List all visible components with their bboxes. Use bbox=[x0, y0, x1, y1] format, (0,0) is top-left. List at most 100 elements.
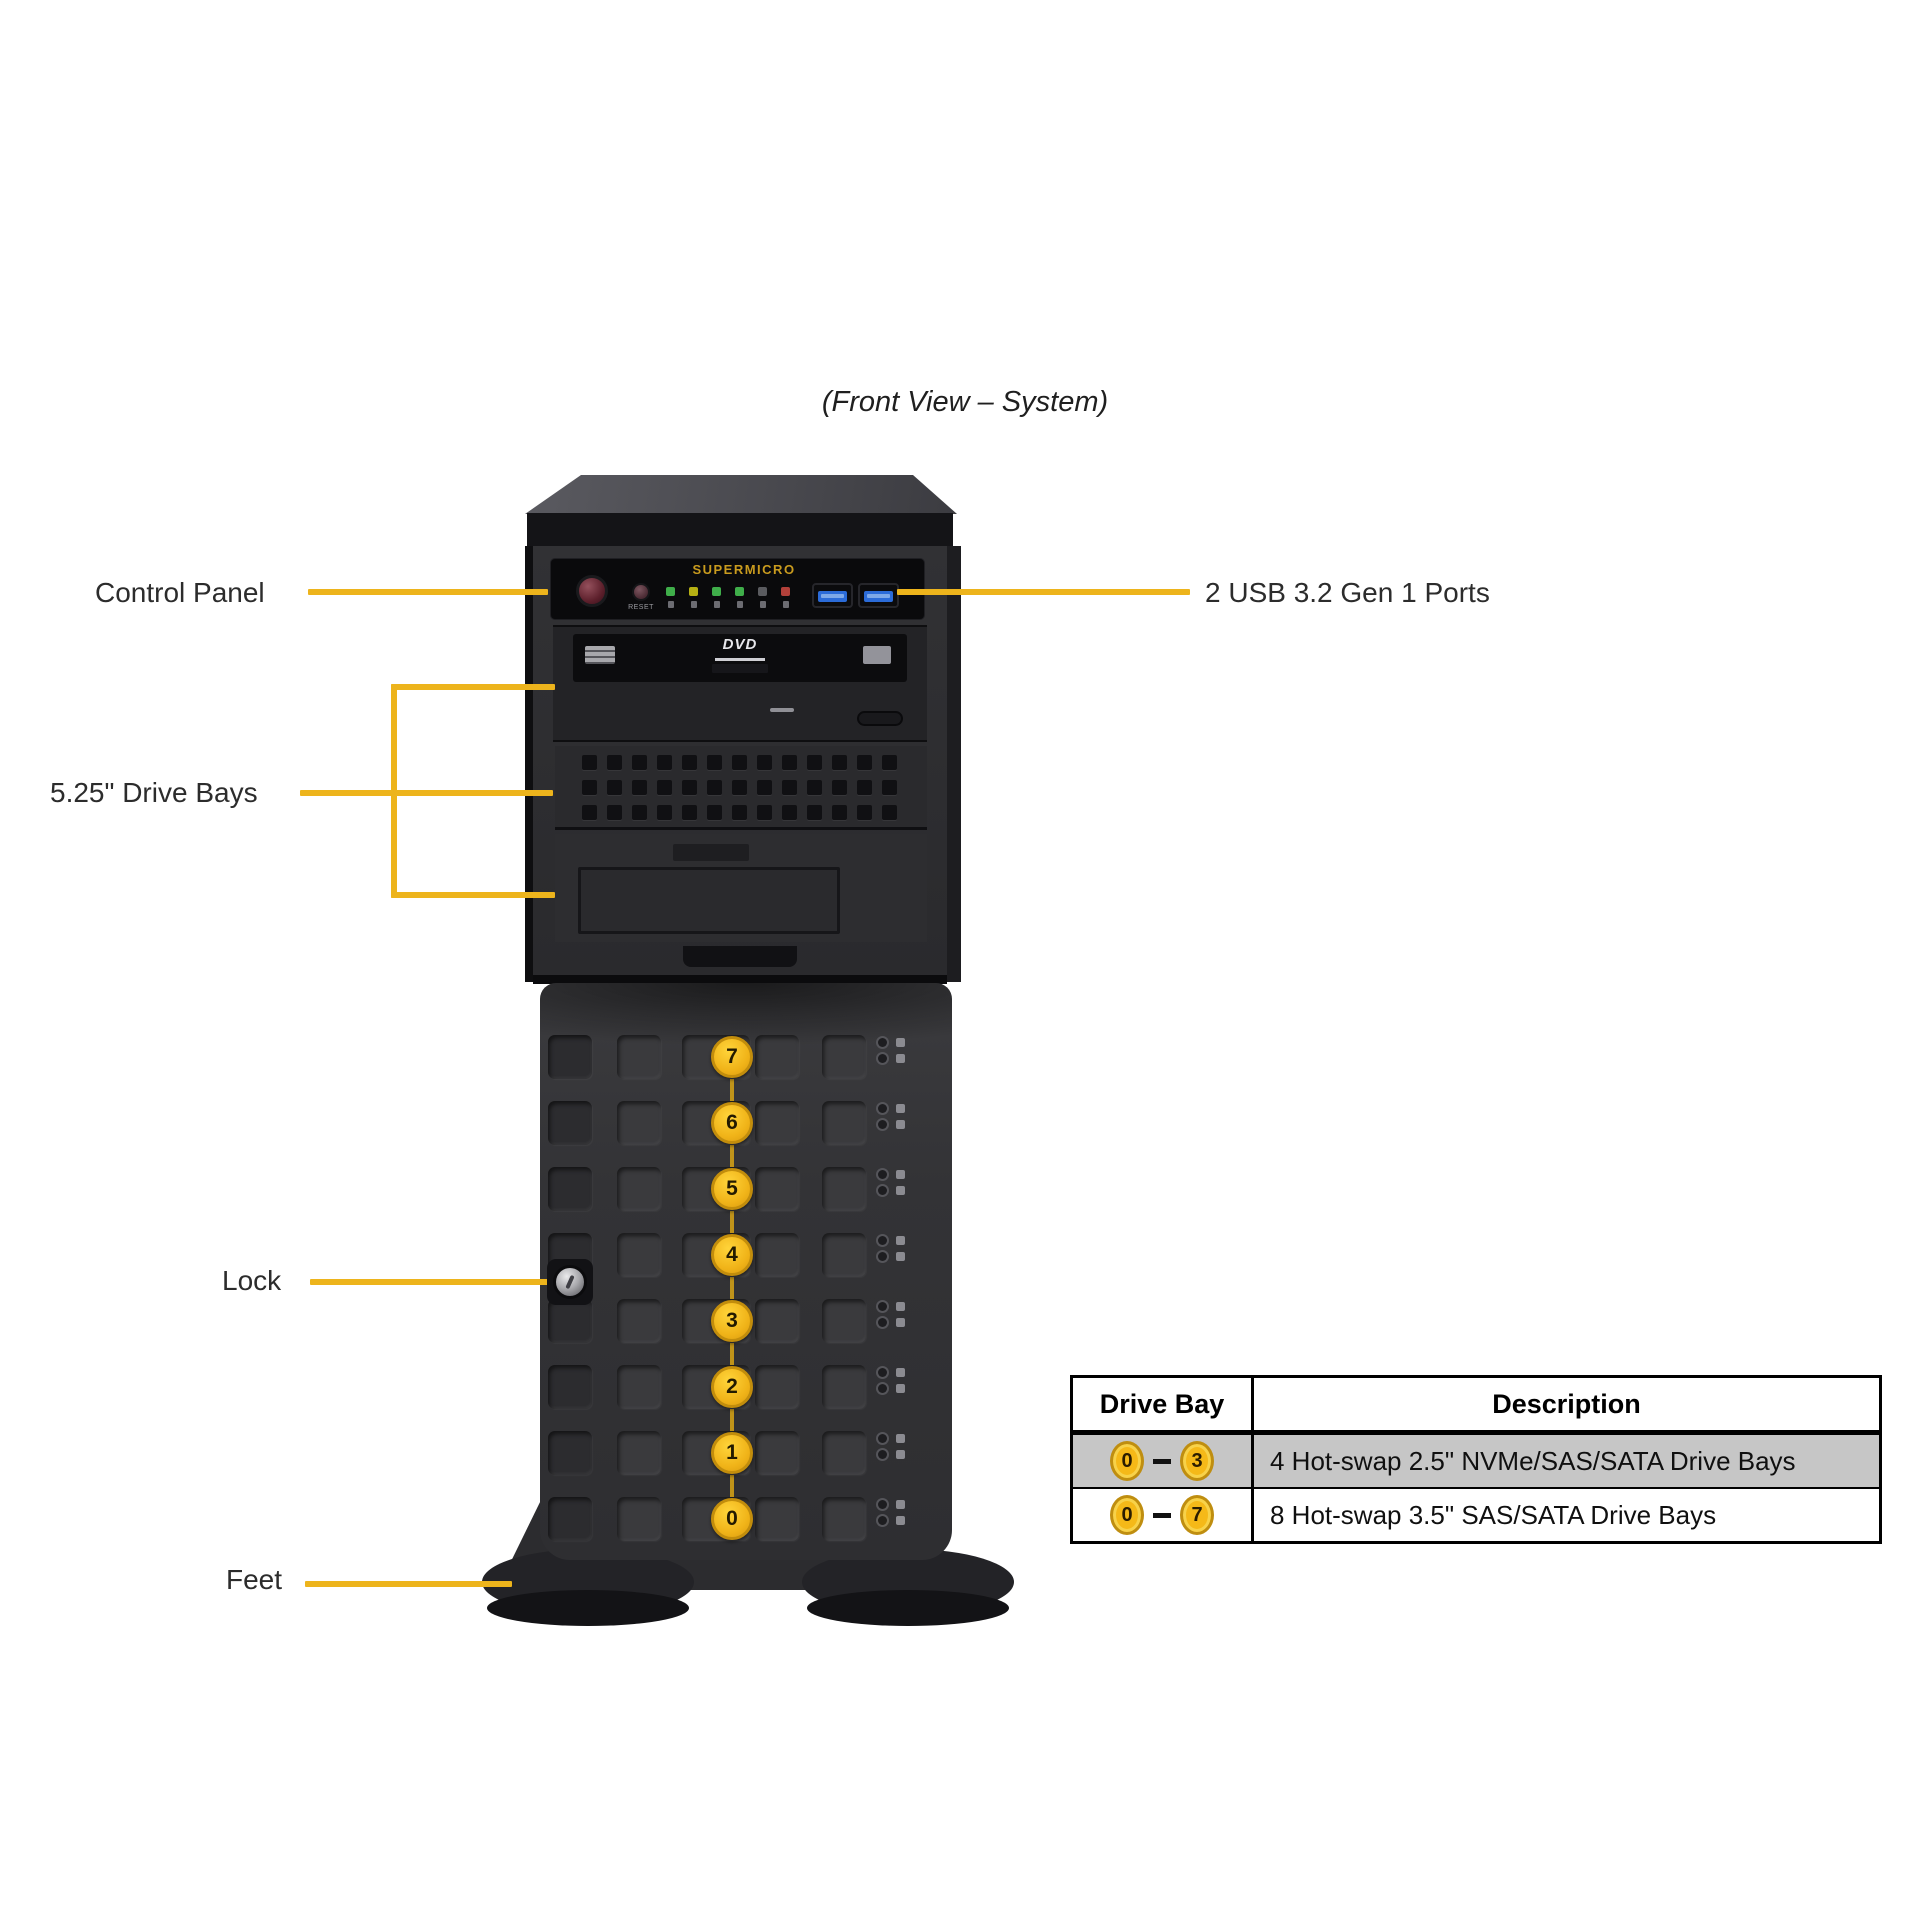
table-row: 0 3 4 Hot-swap 2.5" NVMe/SAS/SATA Drive … bbox=[1073, 1433, 1879, 1487]
drive-bay-row: 2 bbox=[548, 1365, 940, 1409]
callout-line-control-panel bbox=[308, 589, 548, 595]
table-row: 0 7 8 Hot-swap 3.5" SAS/SATA Drive Bays bbox=[1073, 1487, 1879, 1541]
drive-led bbox=[878, 1104, 887, 1113]
drive-led bbox=[878, 1384, 887, 1393]
drive-led bbox=[878, 1368, 887, 1377]
lock-housing bbox=[547, 1259, 593, 1305]
status-led bbox=[689, 587, 698, 608]
led-dot bbox=[666, 587, 675, 596]
table-header-drive-bay: Drive Bay bbox=[1073, 1378, 1254, 1430]
dvd-model-plate bbox=[712, 664, 768, 673]
table-cell-bay-range: 0 3 bbox=[1073, 1435, 1254, 1487]
bay-button bbox=[617, 1299, 661, 1343]
chassis-front-lip bbox=[527, 513, 953, 546]
led-symbol-icon bbox=[713, 601, 720, 608]
drive-led-cluster bbox=[878, 1368, 905, 1393]
drive-led-label-icon bbox=[896, 1450, 905, 1459]
bay-button bbox=[617, 1365, 661, 1409]
drive-bay-row: 3 bbox=[548, 1299, 940, 1343]
drive-led-label-icon bbox=[896, 1054, 905, 1063]
led-dot bbox=[712, 587, 721, 596]
bay-number-badge: 6 bbox=[711, 1102, 753, 1144]
bay-button bbox=[548, 1365, 592, 1409]
bay-recess-handle bbox=[673, 844, 749, 861]
drive-led bbox=[878, 1434, 887, 1443]
drive-led-label-icon bbox=[896, 1368, 905, 1377]
power-button bbox=[576, 575, 608, 607]
bay-number-connector-line bbox=[730, 1057, 734, 1519]
led-symbol-icon bbox=[782, 601, 789, 608]
status-led bbox=[758, 587, 767, 608]
foot-right-base bbox=[807, 1590, 1009, 1626]
chassis-seam bbox=[533, 975, 947, 984]
bay-number-badge: 2 bbox=[711, 1366, 753, 1408]
bay-button bbox=[822, 1167, 866, 1211]
reset-label: RESET bbox=[628, 604, 654, 611]
drive-led-label-icon bbox=[896, 1104, 905, 1113]
dvd-logo: DVD bbox=[722, 636, 758, 653]
diagram-title: (Front View – System) bbox=[821, 386, 1109, 418]
bay-range-end-badge: 7 bbox=[1180, 1495, 1214, 1535]
drive-led-cluster bbox=[878, 1302, 905, 1327]
bay-button bbox=[617, 1167, 661, 1211]
bay-button bbox=[617, 1233, 661, 1277]
bay-button bbox=[822, 1431, 866, 1475]
callout-line-lock bbox=[310, 1279, 550, 1285]
bay-button bbox=[755, 1167, 799, 1211]
dvd-logo-underline bbox=[715, 658, 765, 661]
bay-button bbox=[755, 1431, 799, 1475]
label-feet: Feet bbox=[226, 1564, 283, 1595]
bay-button bbox=[617, 1497, 661, 1541]
bay-button bbox=[548, 1497, 592, 1541]
front-panel-latch bbox=[683, 946, 797, 967]
drive-bay-row: 5 bbox=[548, 1167, 940, 1211]
status-led bbox=[712, 587, 721, 608]
callout-line-usb-ports bbox=[897, 589, 1190, 595]
status-led bbox=[781, 587, 790, 608]
chassis-top-face bbox=[525, 475, 957, 514]
bay-button bbox=[548, 1431, 592, 1475]
usb-tongue-icon bbox=[867, 594, 890, 598]
drive-led-label-icon bbox=[896, 1170, 905, 1179]
drive-led bbox=[878, 1318, 887, 1327]
bay-button bbox=[548, 1299, 592, 1343]
bay-range-start-badge: 0 bbox=[1110, 1441, 1144, 1481]
drive-led-label-icon bbox=[896, 1038, 905, 1047]
drive-led-cluster bbox=[878, 1236, 905, 1261]
led-symbol-icon bbox=[667, 601, 674, 608]
bay-button bbox=[755, 1035, 799, 1079]
usb-tongue-icon bbox=[821, 594, 844, 598]
table-header-row: Drive Bay Description bbox=[1073, 1378, 1879, 1433]
bay-button bbox=[755, 1233, 799, 1277]
drive-led-cluster bbox=[878, 1038, 905, 1063]
drive-bay-row: 4 bbox=[548, 1233, 940, 1277]
usb-port-1 bbox=[812, 583, 853, 608]
bay-number-badge: 7 bbox=[711, 1036, 753, 1078]
table-cell-description: 4 Hot-swap 2.5" NVMe/SAS/SATA Drive Bays bbox=[1270, 1445, 1796, 1476]
led-dot bbox=[758, 587, 767, 596]
status-led bbox=[735, 587, 744, 608]
drive-led bbox=[878, 1236, 887, 1245]
bay-button bbox=[548, 1101, 592, 1145]
drive-led bbox=[878, 1054, 887, 1063]
callout-line-525-main bbox=[300, 790, 553, 796]
hot-swap-bay-grid: 7 6 bbox=[548, 1035, 940, 1563]
status-led-row bbox=[666, 587, 790, 608]
drive-led bbox=[878, 1450, 887, 1459]
table-cell-bay-range: 0 7 bbox=[1073, 1489, 1254, 1541]
bay-button bbox=[822, 1101, 866, 1145]
dvd-badge-right-icon bbox=[863, 646, 891, 664]
bay-number-badge: 4 bbox=[711, 1234, 753, 1276]
bay-button bbox=[548, 1035, 592, 1079]
bay-button bbox=[755, 1101, 799, 1145]
drive-led-label-icon bbox=[896, 1186, 905, 1195]
drive-led-cluster bbox=[878, 1104, 905, 1129]
label-525-drive-bays: 5.25" Drive Bays bbox=[50, 777, 258, 808]
drive-led-label-icon bbox=[896, 1302, 905, 1311]
chassis-left-edge bbox=[525, 546, 533, 982]
led-dot bbox=[689, 587, 698, 596]
drive-led-cluster bbox=[878, 1434, 905, 1459]
bay-number-badge: 1 bbox=[711, 1432, 753, 1474]
bay-button bbox=[617, 1101, 661, 1145]
